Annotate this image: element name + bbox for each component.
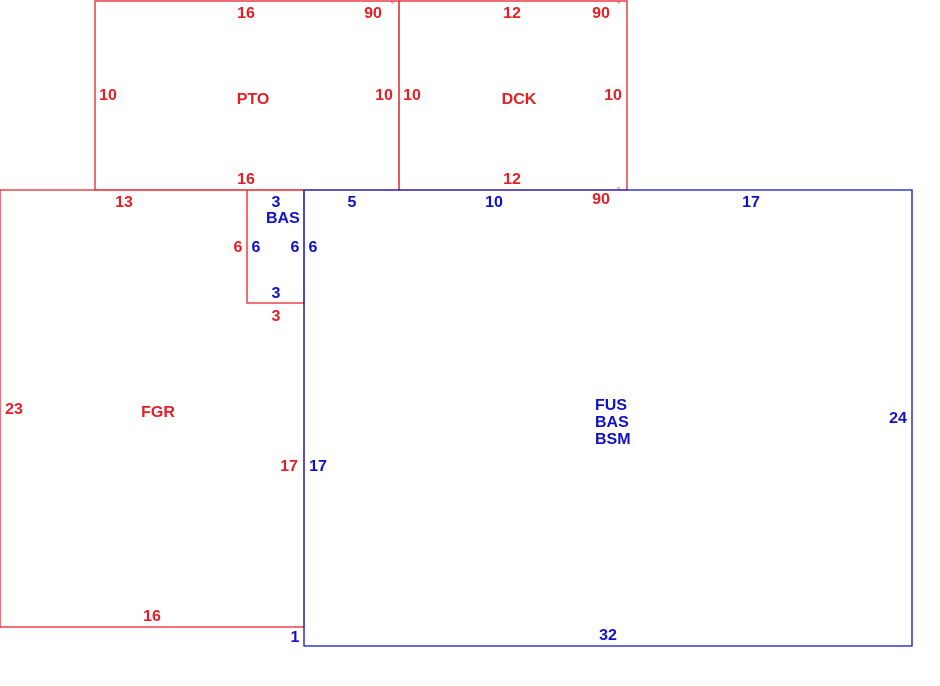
main-area: FUS BAS BSM 5 10 17 24 32 17 6 1: [291, 189, 913, 647]
pto-top-dimension: 16: [237, 5, 255, 22]
fgr-top-dimension: 13: [115, 194, 133, 211]
pto-angle: 90: [364, 5, 382, 22]
pto-left-dimension: 10: [99, 87, 117, 104]
pto-right-dimension: 10: [375, 87, 393, 104]
pto-label: PTO: [237, 91, 270, 108]
fgr-label: FGR: [141, 404, 175, 421]
main-right-dimension: 24: [889, 410, 907, 427]
dck-area: DCK 12 90 ° 10 10 12 90 °: [398, 0, 628, 208]
dck-top-angle: 90: [592, 5, 610, 22]
main-bottom-dimension: 32: [599, 627, 617, 644]
dck-bottom-angle: 90: [592, 191, 610, 208]
bas-bump-bottom-dimension: 3: [272, 285, 281, 302]
pto-bottom-dimension: 16: [237, 171, 255, 188]
main-top-middle-dimension: 10: [485, 194, 503, 211]
main-top-left-dimension: 5: [348, 194, 357, 211]
pto-area: PTO 16 90 ° 10 10 16: [94, 0, 400, 191]
dck-top-angle-unit: °: [617, 0, 620, 9]
main-outline: [303, 189, 913, 647]
main-label-fus: FUS: [595, 397, 627, 414]
main-left-dimension: 17: [309, 458, 327, 475]
main-label-bsm: BSM: [595, 431, 631, 448]
bas-bump-right-dimension: 6: [291, 239, 300, 256]
dck-top-dimension: 12: [503, 5, 521, 22]
fgr-left-dimension: 23: [5, 401, 23, 418]
dck-bottom-dimension: 12: [503, 171, 521, 188]
dck-left-dimension: 10: [403, 87, 421, 104]
main-corner-jog-dimension: 1: [291, 629, 300, 646]
bas-bump-left-dimension: 6: [252, 239, 261, 256]
fgr-notch-bottom-dimension: 3: [272, 308, 281, 325]
dck-label: DCK: [502, 91, 537, 108]
pto-angle-unit: °: [391, 0, 394, 9]
main-bump-right-dimension: 6: [309, 239, 318, 256]
fgr-bottom-dimension: 16: [143, 608, 161, 625]
fgr-right-dimension: 17: [280, 458, 298, 475]
bas-bump-label: BAS: [266, 210, 300, 227]
dck-right-dimension: 10: [604, 87, 622, 104]
bas-bump-top-dimension: 3: [272, 194, 281, 211]
fgr-notch-side-dimension: 6: [234, 239, 243, 256]
main-top-right-dimension: 17: [742, 194, 760, 211]
main-label-bas: BAS: [595, 414, 629, 431]
bas-bump-area: BAS 3 6 6 3: [252, 190, 305, 303]
